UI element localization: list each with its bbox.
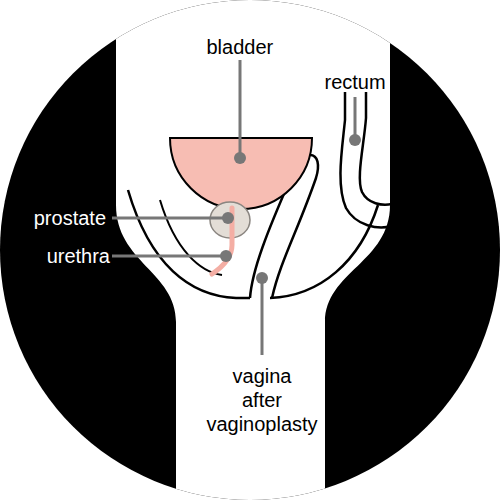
leader-dot: [220, 250, 232, 262]
leader-line: [112, 217, 228, 220]
leader-dot: [256, 272, 268, 284]
leader-line: [261, 278, 264, 355]
part-label: prostate: [34, 206, 106, 230]
part-label: rectum: [325, 70, 386, 94]
rectum-wall: [340, 92, 392, 227]
leader-dot: [349, 134, 361, 146]
part-label: vagina after vaginoplasty: [177, 364, 347, 436]
leader-dot: [234, 152, 246, 164]
rectum-wall: [360, 92, 392, 205]
leader-line: [354, 97, 357, 140]
pelvic-outline: [128, 190, 250, 298]
part-label: bladder: [207, 35, 274, 59]
body-silhouette: [116, 0, 390, 500]
leader-dot: [222, 212, 234, 224]
leader-line: [112, 255, 226, 258]
part-label: urethra: [47, 244, 110, 268]
leader-line: [239, 60, 242, 158]
